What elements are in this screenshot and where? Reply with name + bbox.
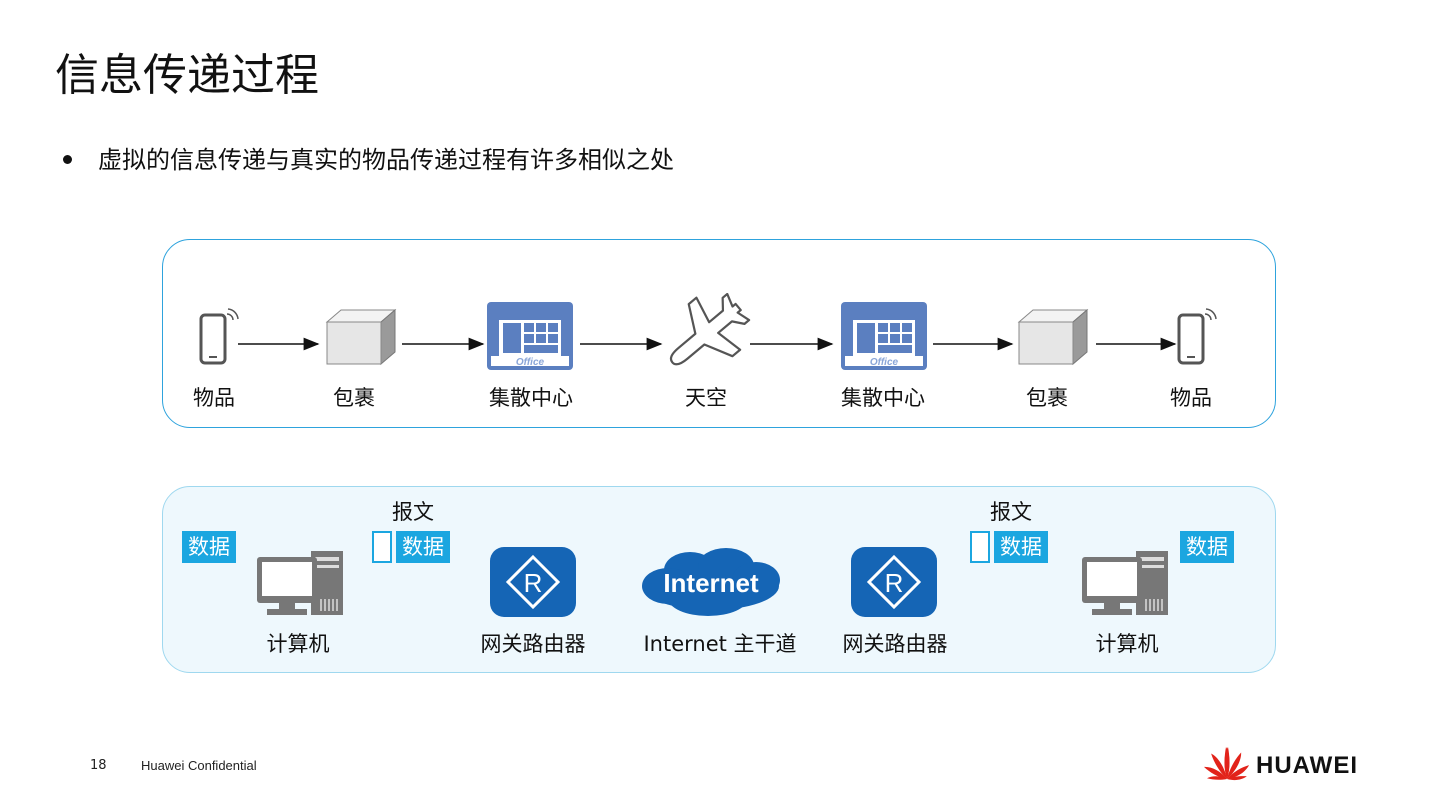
package-icon	[325, 308, 397, 366]
flow-label-item: 物品	[193, 386, 235, 410]
flow-label-package: 包裹	[1026, 386, 1068, 410]
office-icon-text: Office	[516, 357, 545, 368]
node-label-computer: 计算机	[266, 632, 330, 656]
flow-label-hub: 集散中心	[489, 386, 573, 410]
office-icon-text: Office	[870, 357, 899, 368]
computer-icon	[1082, 551, 1168, 615]
airplane-icon	[669, 293, 751, 366]
page-title: 信息传递过程	[55, 50, 319, 101]
confidential-label: Huawei Confidential	[141, 758, 257, 773]
node-label-computer: 计算机	[1095, 632, 1159, 656]
page-number: 18	[90, 758, 107, 773]
header-block-right	[970, 531, 990, 563]
huawei-logo-icon	[1203, 747, 1250, 781]
header-block-left	[372, 531, 392, 563]
node-label-router: 网关路由器	[480, 632, 586, 656]
phone-icon	[199, 308, 239, 365]
flow-label-sky: 天空	[685, 386, 727, 410]
internet-cloud-icon: Internet	[638, 546, 784, 618]
bullet-dot	[63, 155, 72, 164]
phone-icon	[1177, 308, 1217, 365]
internet-cloud-text: Internet	[663, 568, 759, 598]
node-label-router: 网关路由器	[842, 632, 948, 656]
huawei-brand-text: HUAWEI	[1256, 752, 1358, 779]
office-icon: Office	[841, 302, 927, 370]
router-icon: R	[851, 547, 937, 617]
message-label-right: 报文	[990, 500, 1032, 524]
router-letter: R	[885, 568, 904, 598]
flow-label-hub: 集散中心	[841, 386, 925, 410]
router-letter: R	[524, 568, 543, 598]
router-icon: R	[490, 547, 576, 617]
data-tag-left: 数据	[182, 531, 236, 563]
package-icon	[1017, 308, 1089, 366]
data-tag-message-right: 数据	[994, 531, 1048, 563]
flow-label-package: 包裹	[333, 386, 375, 410]
node-label-internet: Internet 主干道	[643, 632, 797, 656]
computer-icon	[257, 551, 343, 615]
data-tag-message-left: 数据	[396, 531, 450, 563]
office-icon: Office	[487, 302, 573, 370]
message-label-left: 报文	[392, 500, 434, 524]
flow-label-item: 物品	[1170, 386, 1212, 410]
bullet-text: 虚拟的信息传递与真实的物品传递过程有许多相似之处	[98, 146, 674, 174]
data-tag-right: 数据	[1180, 531, 1234, 563]
